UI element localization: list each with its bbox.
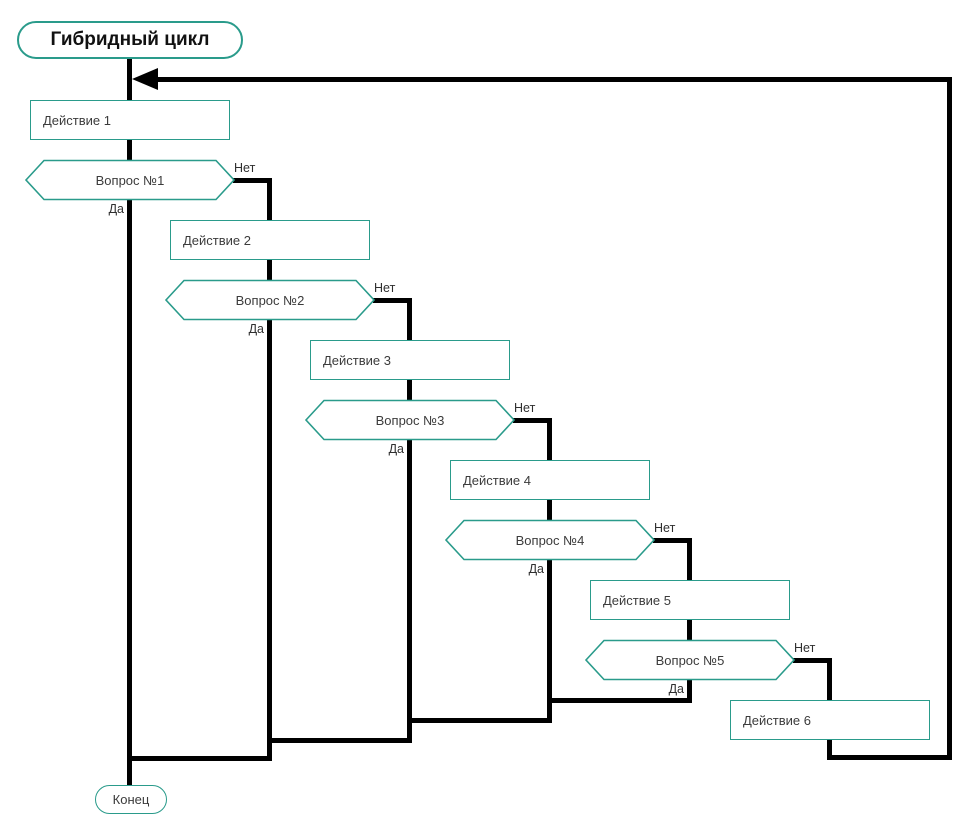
question-node-label: Вопрос №3 [375, 412, 445, 428]
flow-line-action4-to-question4 [547, 500, 552, 520]
flow-line-start-to-action1 [127, 59, 132, 100]
hexagon-shape [165, 279, 375, 321]
loop-line-action6-down [827, 740, 832, 760]
hexagon-shape [25, 159, 235, 201]
question-node-2[interactable]: Вопрос №2 [165, 279, 375, 321]
loop-line-top [150, 77, 952, 82]
question-node-1[interactable]: Вопрос №1 [25, 159, 235, 201]
yes-label: Да [668, 682, 684, 696]
action-node-label: Действие 4 [463, 472, 531, 488]
start-node[interactable]: Гибридный цикл [17, 21, 243, 59]
yes-merge-question4-to-question3 [407, 718, 552, 723]
no-line-question3-v [547, 418, 552, 462]
action-node-label: Действие 5 [603, 592, 671, 608]
loop-arrowhead [132, 68, 158, 90]
yes-label: Да [388, 442, 404, 456]
no-line-question1-h [233, 178, 272, 183]
hexagon-shape [305, 399, 515, 441]
no-label: Нет [234, 161, 256, 175]
action-node-2[interactable]: Действие 2 [170, 220, 370, 260]
start-node-label: Гибридный цикл [50, 29, 210, 50]
hexagon-shape [585, 639, 795, 681]
yes-label: Да [108, 202, 124, 216]
yes-line-question3-down [407, 440, 412, 743]
no-label: Нет [374, 281, 396, 295]
action-node-1[interactable]: Действие 1 [30, 100, 230, 140]
yes-merge-question3-to-question2 [267, 738, 412, 743]
action-node-3[interactable]: Действие 3 [310, 340, 510, 380]
no-line-question2-h [373, 298, 412, 303]
loop-line-right-riser [947, 77, 952, 760]
flow-line-action2-to-question2 [267, 260, 272, 280]
yes-line-question2-down [267, 320, 272, 761]
question-node-label: Вопрос №4 [515, 532, 585, 548]
no-line-question5-h [793, 658, 832, 663]
yes-line-question4-down [547, 560, 552, 723]
no-line-question2-v [407, 298, 412, 342]
no-line-question4-v [687, 538, 692, 582]
end-node-label: Конец [112, 792, 150, 807]
no-label: Нет [794, 641, 816, 655]
action-node-label: Действие 6 [743, 712, 811, 728]
flow-line-action1-to-question1 [127, 140, 132, 160]
yes-merge-question5-to-question4 [547, 698, 692, 703]
no-label: Нет [514, 401, 536, 415]
no-label: Нет [654, 521, 676, 535]
end-node[interactable]: Конец [95, 785, 167, 814]
loop-line-bottom [827, 755, 952, 760]
question-node-label: Вопрос №1 [95, 172, 165, 188]
flow-line-action5-to-question5 [687, 620, 692, 640]
action-node-label: Действие 3 [323, 352, 391, 368]
action-node-label: Действие 1 [43, 112, 111, 128]
no-line-question3-h [513, 418, 552, 423]
yes-line-question1-down [127, 200, 132, 786]
question-node-label: Вопрос №5 [655, 652, 725, 668]
question-node-4[interactable]: Вопрос №4 [445, 519, 655, 561]
no-line-question1-v [267, 178, 272, 222]
no-line-question5-v [827, 658, 832, 702]
action-node-5[interactable]: Действие 5 [590, 580, 790, 620]
question-node-3[interactable]: Вопрос №3 [305, 399, 515, 441]
no-line-question4-h [653, 538, 692, 543]
yes-label: Да [248, 322, 264, 336]
action-node-4[interactable]: Действие 4 [450, 460, 650, 500]
yes-merge-question2-to-main [127, 756, 272, 761]
action-node-6[interactable]: Действие 6 [730, 700, 930, 740]
question-node-label: Вопрос №2 [235, 292, 305, 308]
hexagon-shape [445, 519, 655, 561]
yes-line-question5-down [687, 680, 692, 703]
question-node-5[interactable]: Вопрос №5 [585, 639, 795, 681]
yes-label: Да [528, 562, 544, 576]
flow-line-action3-to-question3 [407, 380, 412, 400]
action-node-label: Действие 2 [183, 232, 251, 248]
